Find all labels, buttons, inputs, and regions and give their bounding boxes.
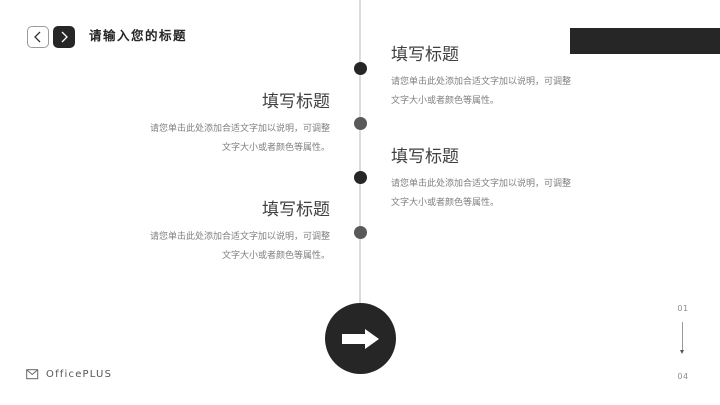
pager-line: [682, 322, 683, 352]
prev-button[interactable]: [27, 26, 49, 48]
page-start: 01: [677, 304, 689, 313]
page-end: 04: [677, 372, 689, 381]
timeline-item-title: 填写标题: [391, 45, 459, 65]
decorative-bar: [570, 28, 720, 54]
arrow-right-icon: [341, 328, 379, 349]
timeline-line: [359, 0, 361, 310]
brand-logo: OfficePLUS: [26, 369, 112, 380]
mail-icon: [26, 369, 39, 380]
timeline-dot: [354, 62, 367, 75]
timeline-dot: [354, 226, 367, 239]
timeline-dot: [354, 171, 367, 184]
timeline-item-title: 填写标题: [262, 92, 330, 112]
chevron-right-icon: [61, 31, 68, 43]
brand-name: OfficePLUS: [46, 369, 113, 380]
timeline-item-desc: 请您单击此处添加合适文字加以说明，可调整 文字大小或者颜色等属性。: [391, 77, 572, 106]
pager-arrow-icon: [680, 350, 684, 354]
timeline-dot: [354, 117, 367, 130]
timeline-item-desc: 请您单击此处添加合适文字加以说明，可调整 文字大小或者颜色等属性。: [149, 124, 330, 153]
timeline-item-desc: 请您单击此处添加合适文字加以说明，可调整 文字大小或者颜色等属性。: [149, 232, 330, 261]
timeline-item-title: 填写标题: [391, 147, 459, 167]
chevron-left-icon: [34, 31, 41, 43]
timeline-item-title: 填写标题: [262, 200, 330, 220]
timeline-item-desc: 请您单击此处添加合适文字加以说明，可调整 文字大小或者颜色等属性。: [391, 179, 572, 208]
page-title: 请输入您的标题: [89, 28, 188, 43]
next-button[interactable]: [53, 26, 75, 48]
next-arrow-button[interactable]: [325, 303, 396, 374]
